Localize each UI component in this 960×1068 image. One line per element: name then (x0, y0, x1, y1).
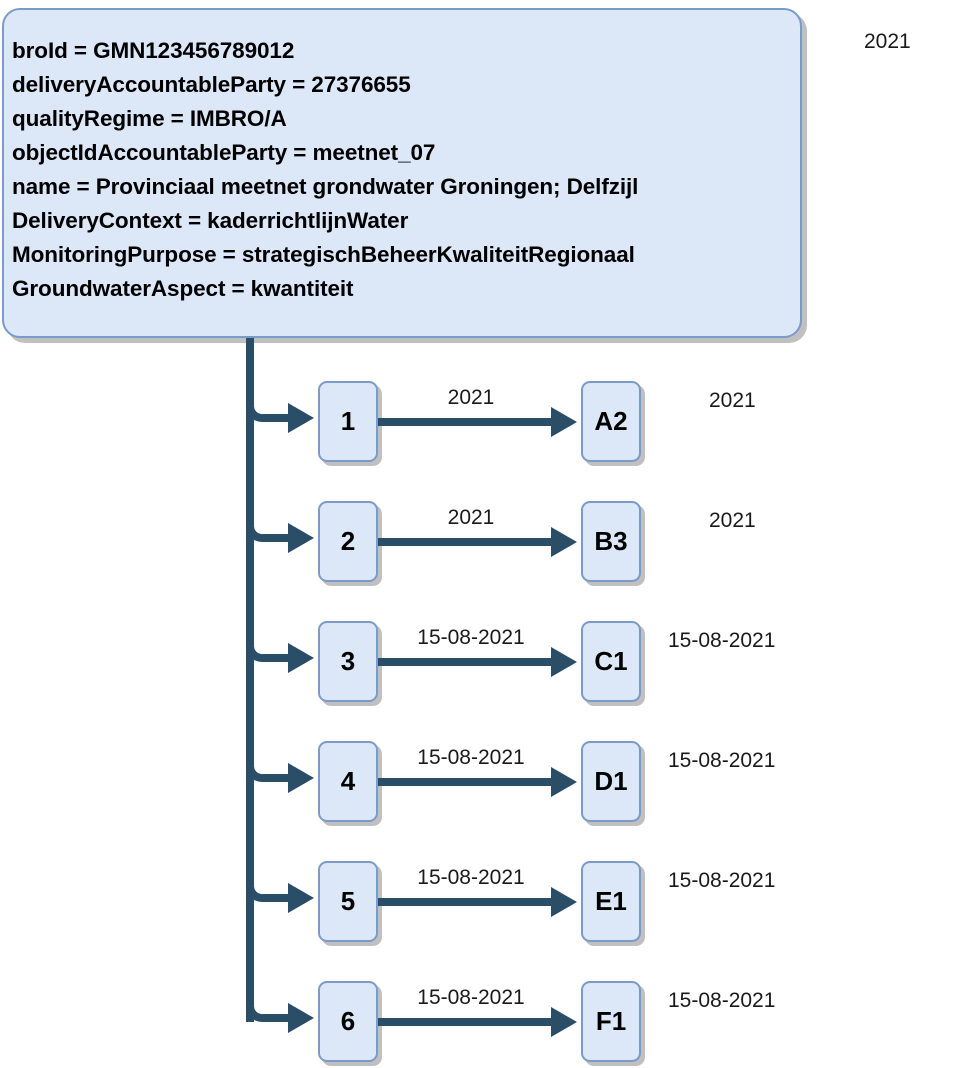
edge-line-3 (378, 658, 556, 666)
trunk-connector (246, 338, 254, 1022)
node-source-label-2: 2 (340, 526, 356, 556)
branch-curve-4 (246, 752, 276, 782)
branch-stem-1 (270, 414, 288, 422)
node-target-label-3: C1 (594, 646, 628, 676)
node-source-label-4: 4 (340, 766, 356, 796)
edge-line-1 (378, 418, 556, 426)
edge-arrow-5 (551, 887, 577, 917)
branch-curve-6 (246, 992, 276, 1022)
branch-arrow-2 (288, 523, 314, 553)
branch-stem-6 (270, 1014, 288, 1022)
edge-arrow-2 (551, 527, 577, 557)
branch-curve-2 (246, 512, 276, 542)
attribute-line-broid: broId = GMN123456789012 (12, 38, 295, 63)
node-target-label-6: F1 (595, 1006, 627, 1036)
attribute-line-monitoringpurpose: MonitoringPurpose = strategischBeheerKwa… (12, 242, 635, 267)
branch-stem-3 (270, 654, 288, 662)
node-source-3[interactable]: 3 (318, 621, 378, 702)
branch-arrow-4 (288, 763, 314, 793)
attribute-line-objectidaccountableparty: objectIdAccountableParty = meetnet_07 (12, 140, 436, 165)
edge-arrow-3 (551, 647, 577, 677)
edge-line-2 (378, 538, 556, 546)
edge-label-3: 15-08-2021 (417, 626, 525, 649)
node-source-6[interactable]: 6 (318, 981, 378, 1062)
branch-arrow-6 (288, 1003, 314, 1033)
branch-arrow-5 (288, 883, 314, 913)
branch-curve-3 (246, 632, 276, 662)
edge-label-2: 2021 (447, 506, 495, 529)
node-source-label-5: 5 (340, 886, 356, 916)
panel-date-label: 2021 (864, 30, 911, 53)
attribute-line-deliveryaccountableparty: deliveryAccountableParty = 27376655 (12, 72, 411, 97)
branch-curve-5 (246, 872, 276, 902)
row-date-4: 15-08-2021 (668, 749, 776, 772)
edge-label-1: 2021 (447, 386, 495, 409)
attribute-line-deliverycontext: DeliveryContext = kaderrichtlijnWater (12, 208, 409, 233)
node-source-4[interactable]: 4 (318, 741, 378, 822)
node-target-label-4: D1 (594, 766, 628, 796)
node-target-5[interactable]: E1 (581, 861, 641, 942)
node-source-5[interactable]: 5 (318, 861, 378, 942)
edge-line-6 (378, 1018, 556, 1026)
node-target-1[interactable]: A2 (581, 381, 641, 462)
row-date-3: 15-08-2021 (668, 629, 776, 652)
edge-label-4: 15-08-2021 (417, 746, 525, 769)
edge-label-6: 15-08-2021 (417, 986, 525, 1009)
node-target-6[interactable]: F1 (581, 981, 641, 1062)
node-target-label-2: B3 (594, 526, 628, 556)
attribute-line-qualityregime: qualityRegime = IMBRO/A (12, 106, 287, 131)
row-date-2: 2021 (709, 509, 756, 532)
branch-stem-2 (270, 534, 288, 542)
row-date-6: 15-08-2021 (668, 989, 776, 1012)
node-source-1[interactable]: 1 (318, 381, 378, 462)
node-source-2[interactable]: 2 (318, 501, 378, 582)
branch-arrow-3 (288, 643, 314, 673)
edge-line-4 (378, 778, 556, 786)
node-target-2[interactable]: B3 (581, 501, 641, 582)
row-date-5: 15-08-2021 (668, 869, 776, 892)
branch-stem-5 (270, 894, 288, 902)
node-target-4[interactable]: D1 (581, 741, 641, 822)
row-date-1: 2021 (709, 389, 756, 412)
edge-line-5 (378, 898, 556, 906)
branch-curve-1 (246, 392, 276, 422)
edge-arrow-1 (551, 407, 577, 437)
edge-arrow-6 (551, 1007, 577, 1037)
gmn-attribute-panel: broId = GMN123456789012 deliveryAccounta… (2, 8, 802, 338)
node-target-label-5: E1 (595, 886, 627, 916)
gmn-attribute-list: broId = GMN123456789012 deliveryAccounta… (12, 34, 804, 306)
edge-arrow-4 (551, 767, 577, 797)
node-target-label-1: A2 (594, 406, 628, 436)
branch-arrow-1 (288, 403, 314, 433)
node-source-label-6: 6 (340, 1006, 356, 1036)
node-source-label-1: 1 (340, 406, 356, 436)
node-source-label-3: 3 (340, 646, 356, 676)
branch-stem-4 (270, 774, 288, 782)
edge-label-5: 15-08-2021 (417, 866, 525, 889)
node-target-3[interactable]: C1 (581, 621, 641, 702)
attribute-line-groundwateraspect: GroundwaterAspect = kwantiteit (12, 276, 354, 301)
attribute-line-name: name = Provinciaal meetnet grondwater Gr… (12, 174, 639, 199)
